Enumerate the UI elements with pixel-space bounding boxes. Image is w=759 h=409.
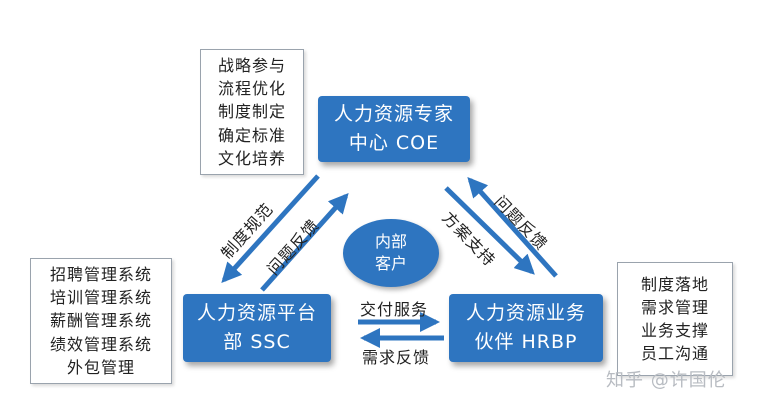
node-coe-line2: 中心 COE	[348, 132, 440, 154]
note-coe: 战略参与 流程优化 制度制定 确定标准 文化培养	[200, 49, 304, 175]
note-hrbp: 制度落地 需求管理 业务支撑 员工沟通	[617, 262, 733, 376]
note-hrbp-line: 员工沟通	[640, 344, 709, 364]
note-ssc-line: 培训管理系统	[49, 288, 152, 308]
note-ssc: 招聘管理系统 培训管理系统 薪酬管理系统 绩效管理系统 外包管理	[30, 258, 172, 384]
arrow-hrbp-to-coe	[467, 177, 558, 278]
node-coe: 人力资源专家 中心 COE	[318, 96, 470, 162]
note-hrbp-line: 业务支撑	[640, 321, 709, 340]
center-customer: 内部 客户	[343, 219, 439, 287]
node-hrbp-line1: 人力资源业务	[465, 301, 586, 324]
note-ssc-line: 招聘管理系统	[49, 265, 152, 285]
note-coe-line: 文化培养	[217, 148, 286, 168]
watermark: 知乎 @许国伦	[606, 370, 727, 391]
node-hrbp: 人力资源业务 伙伴 HRBP	[449, 294, 603, 362]
note-ssc-line: 绩效管理系统	[49, 334, 152, 354]
node-ssc-line1: 人力资源平台	[196, 301, 317, 324]
note-coe-line: 确定标准	[217, 125, 286, 145]
node-coe-line1: 人力资源专家	[333, 102, 454, 125]
note-hrbp-line: 需求管理	[640, 297, 709, 317]
node-hrbp-line2: 伙伴 HRBP	[474, 331, 578, 353]
node-ssc: 人力资源平台 部 SSC	[183, 294, 331, 362]
note-ssc-line: 薪酬管理系统	[49, 311, 152, 331]
note-hrbp-line: 制度落地	[640, 274, 709, 294]
edge-label-ssc-to-hrbp: 交付服务	[360, 300, 429, 319]
arrow-coe-to-hrbp	[444, 186, 535, 275]
edge-label-hrbp-to-ssc: 需求反馈	[362, 348, 431, 367]
note-coe-line: 制度制定	[217, 102, 286, 122]
center-line2: 客户	[374, 254, 407, 273]
node-ssc-line2: 部 SSC	[223, 331, 291, 353]
arrow-ssc-to-coe	[260, 193, 349, 292]
note-ssc-line: 外包管理	[66, 357, 135, 377]
arrow-coe-to-ssc	[221, 174, 320, 283]
note-coe-line: 流程优化	[217, 79, 286, 99]
note-coe-line: 战略参与	[217, 56, 286, 76]
center-line1: 内部	[374, 232, 407, 252]
